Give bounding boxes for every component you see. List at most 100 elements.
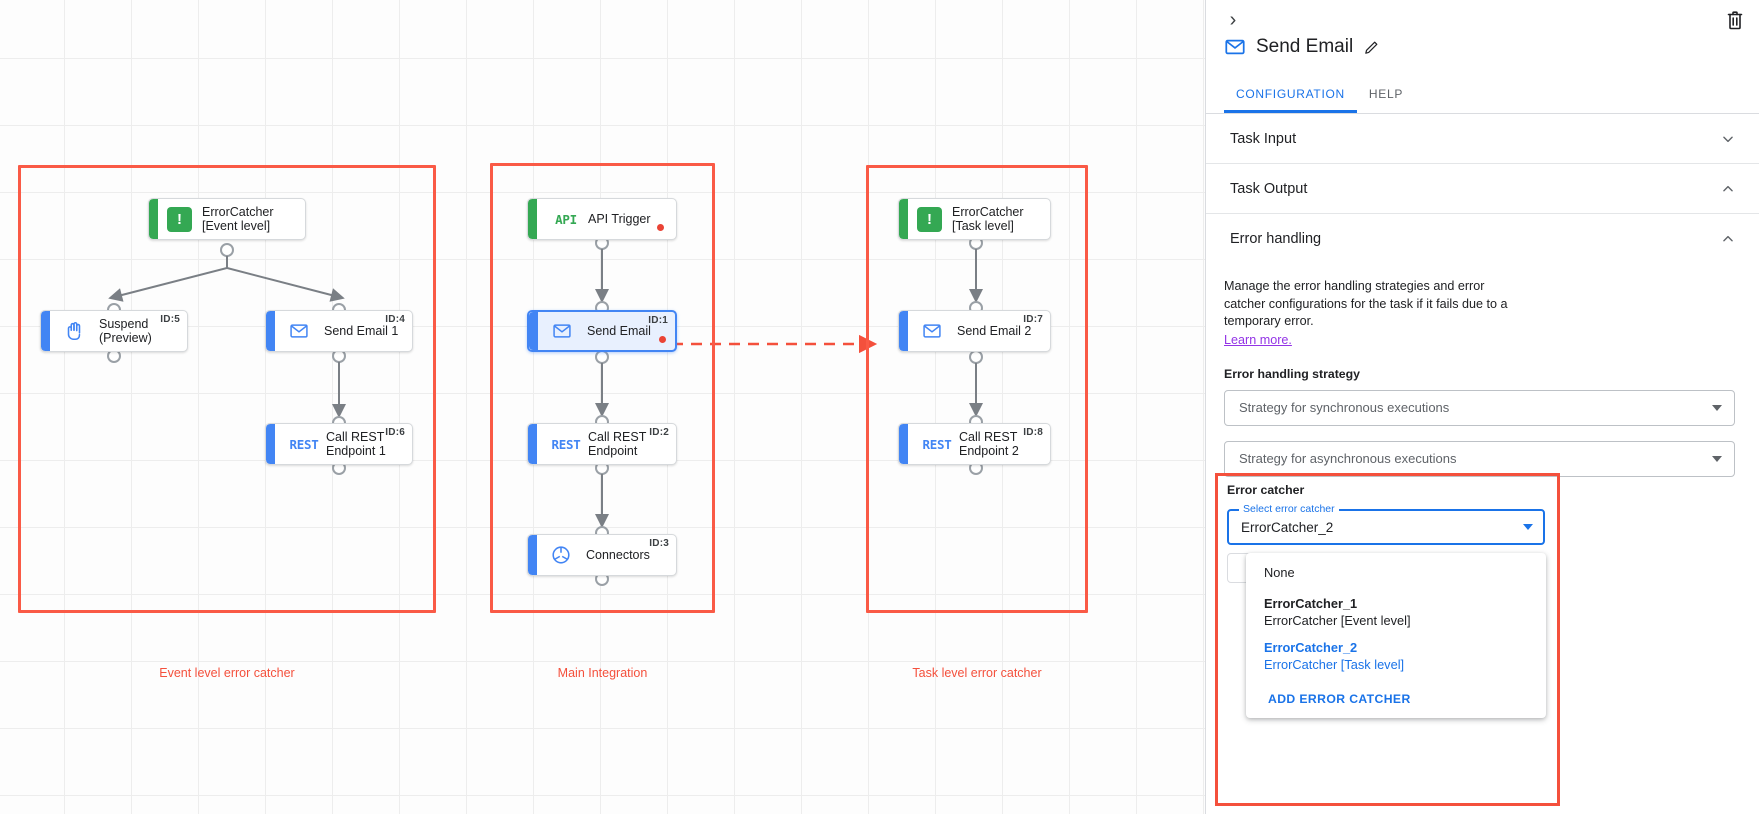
node-errorcatcher-event-level[interactable]: ! ErrorCatcher [Event level] bbox=[148, 198, 306, 240]
select-error-catcher-value: ErrorCatcher_2 bbox=[1241, 519, 1334, 535]
add-error-catcher-button[interactable]: ADD ERROR CATCHER bbox=[1268, 692, 1411, 706]
node-accent-bar bbox=[528, 424, 537, 464]
node-label: Send Email 2 bbox=[957, 324, 1032, 338]
section-error-handling[interactable]: Error handling bbox=[1206, 214, 1759, 264]
error-indicator-dot bbox=[659, 336, 666, 343]
select-error-catcher-label: Select error catcher bbox=[1239, 503, 1339, 515]
node-id-tag: ID:1 bbox=[648, 315, 668, 326]
sync-strategy-select[interactable]: Strategy for synchronous executions bbox=[1224, 389, 1735, 426]
workflow-canvas[interactable]: ! ErrorCatcher [Event level] Suspend (Pr… bbox=[0, 0, 1205, 814]
chevron-right-icon[interactable]: › bbox=[1229, 9, 1237, 31]
node-call-rest-endpoint-2[interactable]: REST Call REST Endpoint 2 ID:8 bbox=[898, 423, 1051, 465]
tab-configuration[interactable]: CONFIGURATION bbox=[1224, 78, 1357, 113]
chevron-down-icon bbox=[1712, 404, 1722, 411]
task-title-row: Send Email bbox=[1224, 36, 1380, 58]
node-api-trigger[interactable]: API API Trigger bbox=[527, 198, 677, 240]
async-strategy-value: Strategy for asynchronous executions bbox=[1239, 451, 1457, 466]
node-label: API Trigger bbox=[588, 212, 651, 226]
section-title: Error handling bbox=[1230, 231, 1322, 247]
node-label: ErrorCatcher [Task level] bbox=[952, 205, 1024, 233]
rest-icon: REST bbox=[289, 436, 319, 452]
node-accent-bar bbox=[899, 199, 908, 239]
node-accent-bar bbox=[529, 312, 538, 350]
node-suspend-preview[interactable]: Suspend (Preview) ID:5 bbox=[40, 310, 188, 352]
node-call-rest-endpoint-1[interactable]: REST Call REST Endpoint 1 ID:6 bbox=[265, 423, 413, 465]
node-send-email-selected[interactable]: Send Email ID:1 bbox=[527, 310, 677, 352]
node-id-tag: ID:5 bbox=[160, 314, 180, 325]
api-icon: API bbox=[555, 211, 577, 227]
option-sub: ErrorCatcher [Task level] bbox=[1264, 657, 1405, 672]
error-catcher-icon: ! bbox=[917, 206, 942, 232]
node-accent-bar bbox=[266, 424, 275, 464]
node-accent-bar bbox=[149, 199, 158, 239]
page-title: Send Email bbox=[1256, 36, 1354, 57]
section-title: Task Input bbox=[1230, 130, 1297, 147]
error-catcher-highlight-box: Error catcher Select error catcher Error… bbox=[1215, 473, 1560, 806]
node-call-rest-endpoint[interactable]: REST Call REST Endpoint ID:2 bbox=[527, 423, 677, 465]
node-id-tag: ID:2 bbox=[649, 427, 669, 438]
node-id-tag: ID:8 bbox=[1023, 427, 1043, 438]
dropdown-option-errorcatcher-2[interactable]: ErrorCatcher_2 ErrorCatcher [Task level] bbox=[1246, 634, 1546, 678]
task-config-panel: › Send Email bbox=[1205, 0, 1759, 814]
node-label: Send Email 1 bbox=[324, 324, 399, 338]
select-error-catcher-field[interactable]: Select error catcher ErrorCatcher_2 bbox=[1227, 503, 1545, 545]
node-label: ErrorCatcher [Event level] bbox=[202, 205, 274, 233]
node-id-tag: ID:6 bbox=[385, 427, 405, 438]
caption-event-level-error-catcher: Event level error catcher bbox=[159, 666, 295, 680]
option-sub: ErrorCatcher [Event level] bbox=[1264, 613, 1411, 628]
node-id-tag: ID:4 bbox=[385, 314, 405, 325]
section-task-output[interactable]: Task Output bbox=[1206, 164, 1759, 214]
rest-icon: REST bbox=[922, 436, 952, 452]
dropdown-option-none[interactable]: None bbox=[1264, 565, 1295, 580]
node-send-email-1[interactable]: Send Email 1 ID:4 bbox=[265, 310, 413, 352]
node-connectors[interactable]: Connectors ID:3 bbox=[527, 534, 677, 576]
node-label: Send Email bbox=[587, 324, 651, 338]
section-title: Task Output bbox=[1230, 180, 1308, 197]
hand-icon bbox=[59, 316, 89, 346]
node-accent-bar bbox=[266, 311, 275, 351]
caption-main-integration: Main Integration bbox=[557, 666, 648, 680]
chevron-up-icon[interactable] bbox=[1721, 232, 1735, 246]
node-send-email-2[interactable]: Send Email 2 ID:7 bbox=[898, 310, 1051, 352]
delete-icon[interactable] bbox=[1723, 8, 1747, 32]
envelope-icon bbox=[917, 316, 947, 346]
caption-task-level-error-catcher: Task level error catcher bbox=[912, 666, 1042, 680]
chevron-up-icon[interactable] bbox=[1721, 182, 1735, 196]
error-handling-description: Manage the error handling strategies and… bbox=[1224, 279, 1508, 328]
envelope-icon bbox=[1224, 36, 1246, 58]
node-accent-bar bbox=[899, 311, 908, 351]
node-label: Call REST Endpoint 1 bbox=[326, 430, 386, 458]
node-accent-bar bbox=[899, 424, 908, 464]
error-catcher-icon: ! bbox=[167, 206, 192, 232]
error-handling-strategy-label: Error handling strategy bbox=[1224, 366, 1360, 381]
envelope-icon bbox=[284, 316, 314, 346]
option-name: ErrorCatcher_1 bbox=[1264, 596, 1358, 611]
node-label: Suspend (Preview) bbox=[99, 317, 152, 345]
connector-layer bbox=[107, 236, 983, 586]
error-catcher-dropdown-menu[interactable]: None ErrorCatcher_1 ErrorCatcher [Event … bbox=[1246, 553, 1546, 718]
chevron-down-icon bbox=[1712, 455, 1722, 462]
node-accent-bar bbox=[41, 311, 50, 351]
learn-more-link[interactable]: Learn more. bbox=[1224, 332, 1292, 347]
node-errorcatcher-task-level[interactable]: ! ErrorCatcher [Task level] bbox=[898, 198, 1051, 240]
dropdown-option-errorcatcher-1[interactable]: ErrorCatcher_1 ErrorCatcher [Event level… bbox=[1246, 590, 1546, 634]
node-accent-bar bbox=[528, 199, 537, 239]
panel-tabs: CONFIGURATION HELP bbox=[1206, 78, 1759, 114]
async-strategy-select[interactable]: Strategy for asynchronous executions bbox=[1224, 440, 1735, 477]
node-label: Call REST Endpoint bbox=[588, 430, 647, 458]
panel-header: › Send Email bbox=[1206, 0, 1759, 78]
sync-strategy-value: Strategy for synchronous executions bbox=[1239, 400, 1450, 415]
error-handling-body: Manage the error handling strategies and… bbox=[1206, 264, 1759, 477]
node-label: Connectors bbox=[586, 548, 650, 562]
envelope-icon bbox=[547, 316, 577, 346]
edit-pencil-icon[interactable] bbox=[1363, 39, 1380, 56]
chevron-down-icon[interactable] bbox=[1721, 132, 1735, 146]
rest-icon: REST bbox=[551, 436, 581, 452]
node-id-tag: ID:3 bbox=[649, 538, 669, 549]
option-name: ErrorCatcher_2 bbox=[1264, 640, 1358, 655]
connectors-icon bbox=[546, 540, 576, 570]
node-id-tag: ID:7 bbox=[1023, 314, 1043, 325]
tab-help[interactable]: HELP bbox=[1368, 87, 1404, 101]
section-task-input[interactable]: Task Input bbox=[1206, 114, 1759, 164]
node-label: Call REST Endpoint 2 bbox=[959, 430, 1019, 458]
